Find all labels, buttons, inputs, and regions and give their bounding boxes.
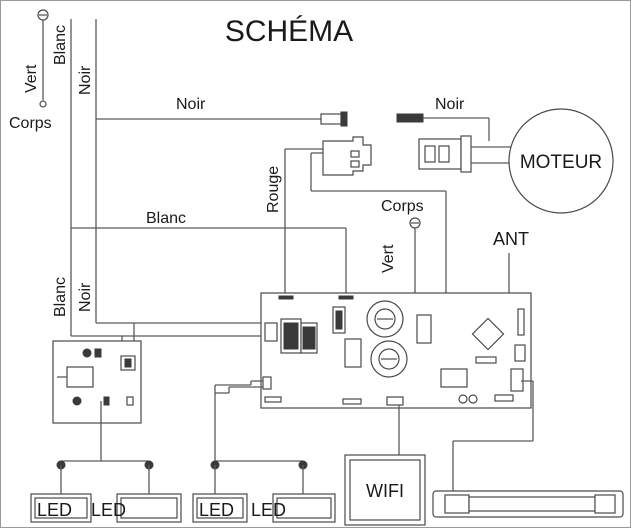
wire-label-vert-board: Vert [380, 244, 397, 273]
wire-label-rouge: Rouge [265, 166, 282, 213]
wire-label-blanc-left: Blanc [52, 277, 69, 317]
led-module-1: LED [30, 493, 92, 523]
ground-terminal-board [409, 217, 421, 297]
wire-label-noir-left: Noir [77, 282, 94, 312]
ground-terminal-top [37, 9, 49, 108]
plug-connector-top [320, 111, 372, 176]
main-control-board [260, 292, 532, 409]
led-label-4: LED [251, 500, 286, 520]
ground-label-corps-top: Corps [9, 115, 52, 132]
led-module-3: LED [192, 493, 248, 523]
wifi-module: WIFI [344, 454, 426, 526]
led-label-1: LED [37, 500, 72, 520]
motor-label: MOTEUR [520, 152, 602, 173]
led-label-2: LED [91, 500, 126, 520]
motor-connector [396, 113, 511, 173]
led-module-4: LED [251, 493, 336, 523]
light-bar [432, 490, 624, 518]
wire-label-noir-motor: Noir [435, 96, 465, 113]
wire-label-noir-top: Noir [77, 65, 94, 95]
antenna-label: ANT [493, 229, 529, 249]
wifi-label: WIFI [366, 481, 404, 501]
diagram-title: SCHÉMA [225, 15, 353, 48]
motor-circle [508, 108, 614, 214]
wire-label-blanc-mid: Blanc [146, 210, 186, 227]
led-label-3: LED [199, 500, 234, 520]
wire-label-noir-top-horizontal: Noir [176, 96, 206, 113]
power-module-board [52, 340, 142, 424]
wire-label-vert-top: Vert [23, 64, 40, 93]
wire-label-blanc-top: Blanc [52, 25, 69, 65]
ground-label-corps-board: Corps [381, 198, 424, 215]
led-module-2: LED [91, 493, 182, 523]
